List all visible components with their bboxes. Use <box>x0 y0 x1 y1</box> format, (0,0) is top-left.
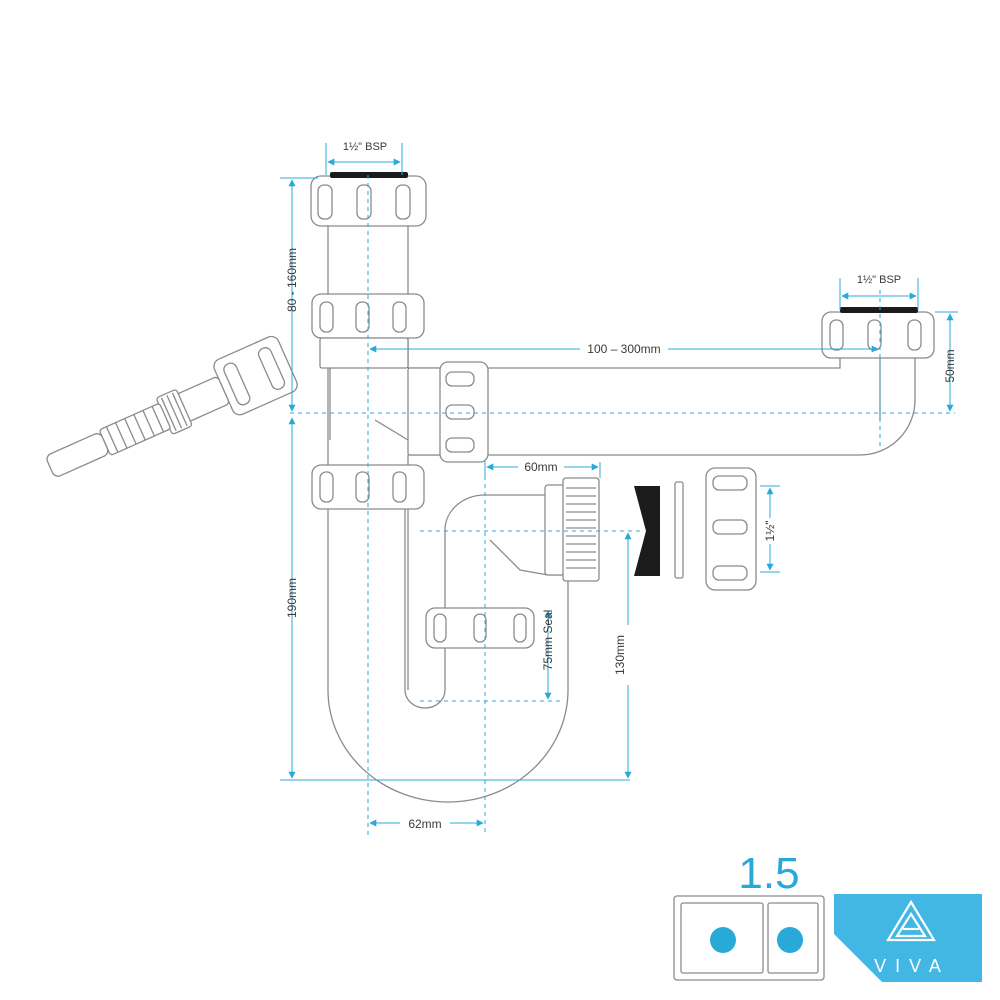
dim-seal: 75mm Seal <box>541 610 555 671</box>
dim-height-overall: 190mm <box>285 578 299 618</box>
bowl-count: 1.5 <box>738 849 799 898</box>
dim-right-depth: 50mm <box>943 349 957 382</box>
dim-height-upper: 80 - 160mm <box>285 248 299 312</box>
brand-name: VIVA <box>874 956 950 976</box>
trap-body <box>46 172 935 803</box>
dim-outlet-offset: 60mm <box>524 460 557 474</box>
bowl-badge: 1.5 <box>673 849 825 981</box>
dim-trap-width: 62mm <box>408 817 441 831</box>
centre-lines <box>290 175 955 835</box>
double-bowl-sink-icon <box>673 895 825 981</box>
dim-width-between: 100 – 300mm <box>587 342 660 356</box>
dimension-lines <box>280 143 958 827</box>
dim-inlet-bsp-top: 1½" BSP <box>343 141 387 153</box>
dim-trap-depth: 130mm <box>613 635 627 675</box>
viva-logo-icon: VIVA <box>834 894 982 982</box>
dim-outlet-size: 1½" <box>763 521 777 542</box>
dim-inlet-bsp-right: 1½" BSP <box>857 274 901 286</box>
